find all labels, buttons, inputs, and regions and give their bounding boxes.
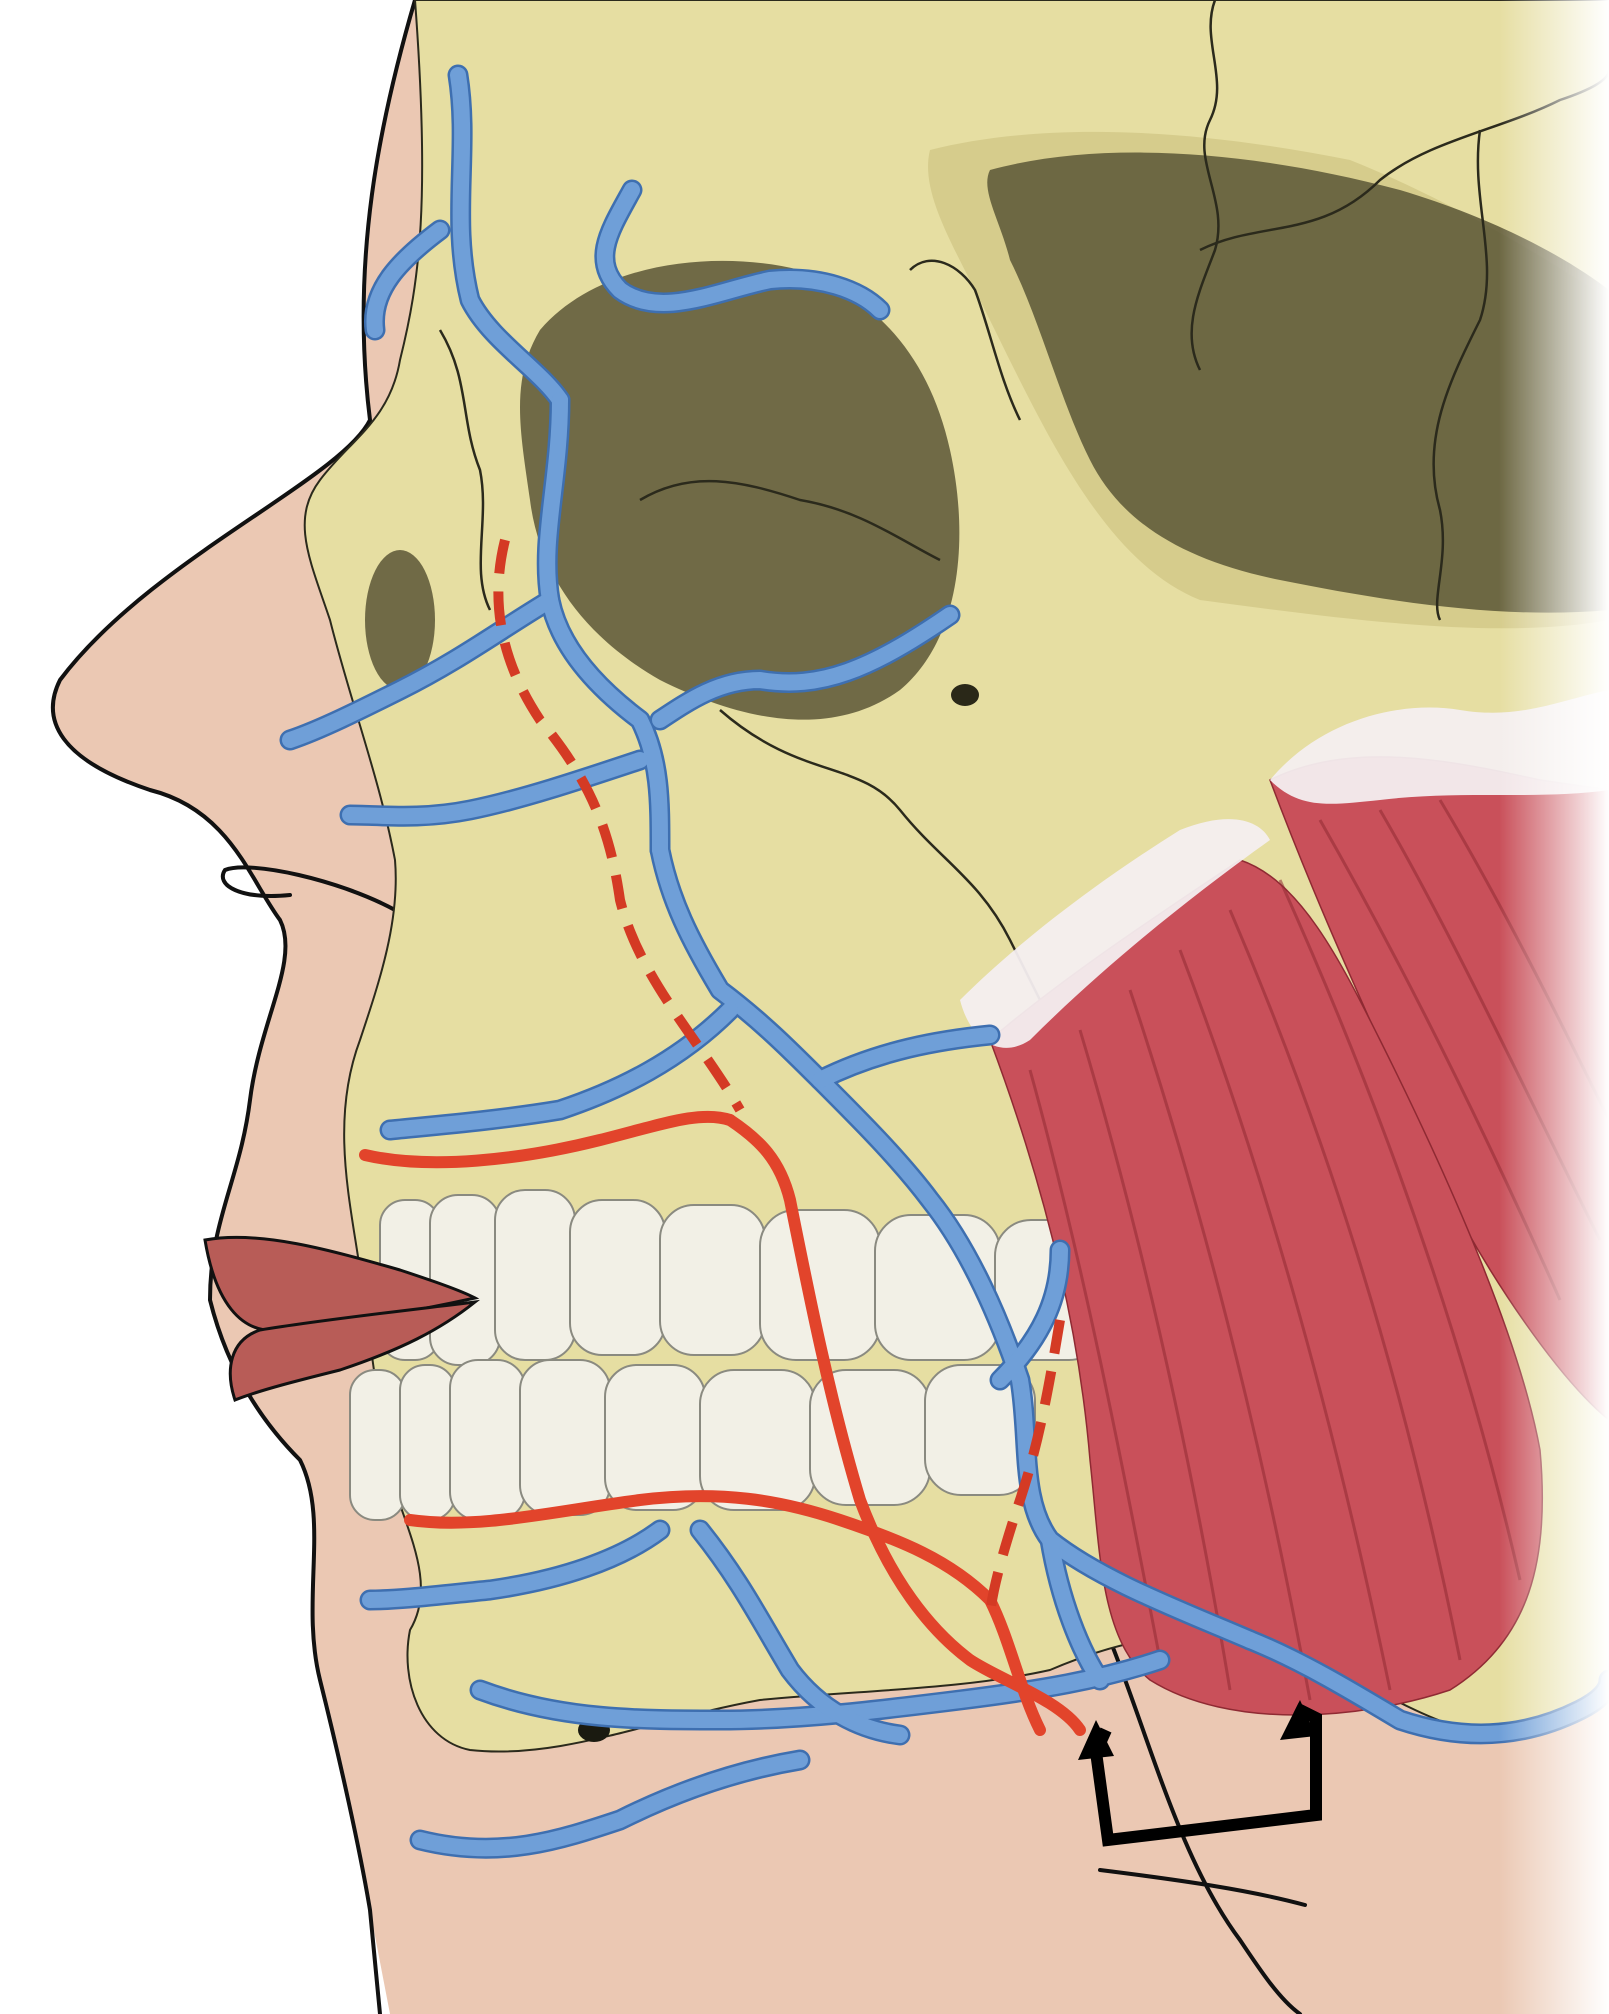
- tooth: [449, 1359, 526, 1521]
- infraorbital-foramen: [951, 684, 979, 706]
- facial-artery-trunk: [724, 1114, 1086, 1736]
- masseter-tendon-lower: [960, 819, 1270, 1048]
- lower-teeth: [349, 1359, 1036, 1521]
- upper-lip: [203, 1235, 480, 1332]
- lateral-nasal-vein: [342, 752, 648, 825]
- nasal-aperture: [365, 550, 435, 690]
- nasal-suture: [438, 329, 492, 611]
- nostril-line: [221, 865, 397, 912]
- chin-crease: [1098, 1868, 1307, 1907]
- tooth: [494, 1189, 576, 1361]
- bracket-arrow-icon: [1078, 1700, 1322, 1847]
- inferior-palpebral-vein: [652, 607, 958, 728]
- deep-facial-vein: [812, 1027, 998, 1088]
- facial-vein: [652, 842, 1258, 1648]
- temporal-fossa: [987, 152, 1609, 613]
- tooth: [399, 1364, 456, 1521]
- tooth: [659, 1204, 766, 1356]
- submental-artery: [984, 1594, 1046, 1736]
- neck-outline: [1108, 1638, 1302, 2014]
- superior-labial-vein: [382, 1002, 738, 1138]
- supratrochlear-vein: [450, 67, 568, 408]
- masseteric-artery-dashed: [985, 1319, 1065, 1621]
- mandibular-border-vein: [1042, 1532, 1108, 1688]
- facial-artery-deep-segments: [493, 538, 1065, 1621]
- tooth: [519, 1359, 611, 1516]
- face-profile-outline: [50, 0, 417, 2014]
- tooth: [429, 1194, 501, 1366]
- facial-artery: [359, 1110, 1086, 1736]
- lower-lip: [228, 1299, 481, 1402]
- angular-vein: [539, 392, 668, 858]
- inferior-labial-artery: [404, 1490, 996, 1606]
- mental-vein: [412, 1752, 808, 1857]
- superior-labial-artery: [359, 1110, 736, 1169]
- tooth: [569, 1199, 666, 1356]
- coronal-suture: [1190, 0, 1220, 371]
- sphenoid-suture: [1432, 129, 1489, 621]
- tooth: [604, 1364, 706, 1511]
- facial-vein-network: [282, 67, 1609, 1857]
- masseteric-vein: [992, 1242, 1068, 1388]
- nasal-branch-vein: [282, 592, 558, 748]
- orbit: [520, 260, 960, 720]
- marginal-mandibular-vein: [692, 1522, 908, 1743]
- right-edge-fade: [1499, 0, 1609, 2014]
- temporal-line: [909, 259, 1022, 421]
- inferior-labial-vein: [362, 1522, 668, 1608]
- frontal-branch-vein: [366, 222, 448, 338]
- maxillary-suture: [639, 479, 941, 562]
- supraorbital-vein: [596, 182, 888, 318]
- tooth: [699, 1369, 816, 1511]
- tooth: [349, 1369, 406, 1521]
